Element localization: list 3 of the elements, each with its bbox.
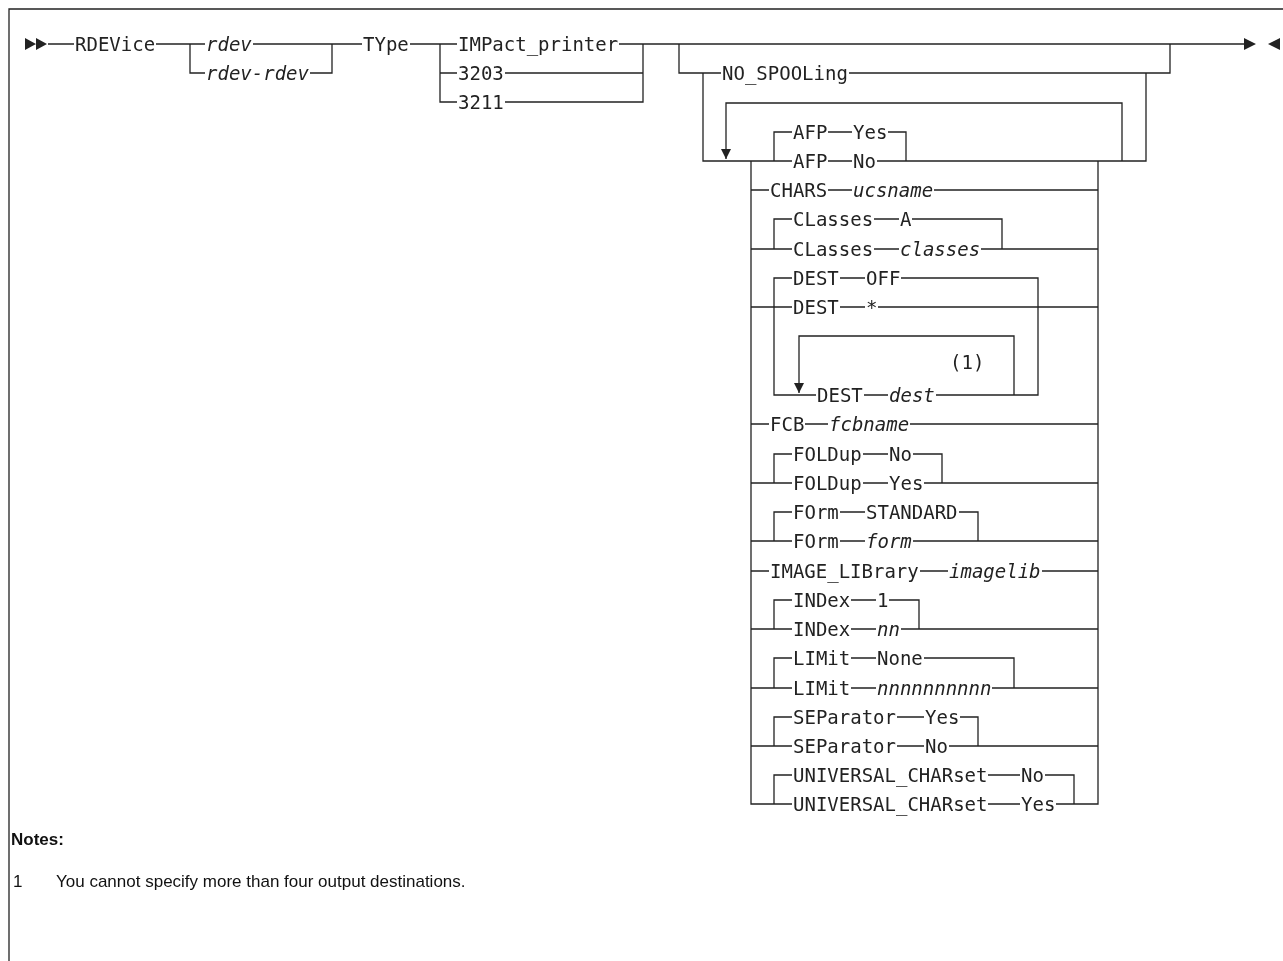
keyword: IMPact_printer xyxy=(457,33,620,55)
variable: imagelib xyxy=(948,560,1042,582)
keyword: NO_SPOOLing xyxy=(721,62,849,84)
